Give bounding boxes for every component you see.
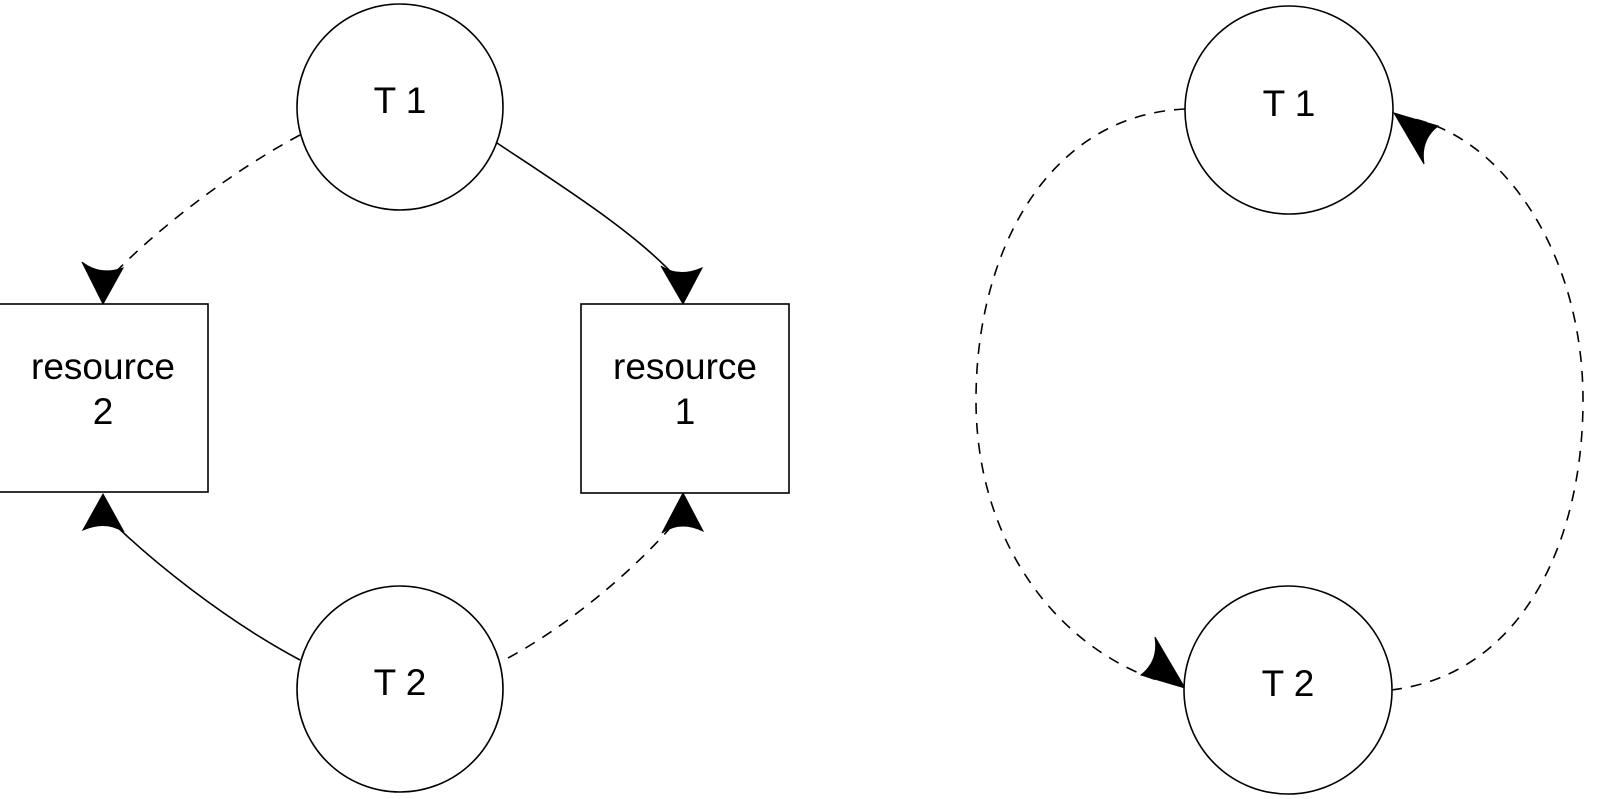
edge-right-t1-to-t2-path xyxy=(975,108,1186,683)
node-resource-1-label-line1: resource xyxy=(613,346,757,387)
wait-for-graph-panel: T 1 T 2 xyxy=(975,5,1584,795)
edge-t1-to-resource1-path xyxy=(496,142,681,283)
edge-t2-to-resource2-path xyxy=(105,515,301,661)
node-right-t2-circle xyxy=(1183,585,1393,795)
resource-allocation-graph-panel: T 1 T 2 resource 2 resource 1 xyxy=(0,3,790,793)
node-resource-1-rect xyxy=(580,303,790,494)
edge-t2-to-resource2-arrowhead xyxy=(81,492,125,533)
edge-right-t2-to-t1[interactable] xyxy=(1390,112,1584,691)
node-resource-2-label-line2: 2 xyxy=(93,391,114,432)
node-resource-1[interactable]: resource 1 xyxy=(580,303,790,494)
edge-right-t1-to-t2-arrowhead xyxy=(1139,636,1187,689)
edge-t2-to-resource1[interactable] xyxy=(507,491,705,659)
edge-t2-to-resource1-path xyxy=(507,514,682,659)
node-right-t2-label: T 2 xyxy=(1262,663,1315,704)
edge-right-t2-to-t1-arrowhead xyxy=(1392,112,1440,165)
node-resource-1-label-line2: 1 xyxy=(675,391,696,432)
edge-t1-to-resource1-arrowhead xyxy=(660,265,704,306)
edge-t1-to-resource2-arrowhead xyxy=(81,261,125,306)
node-right-t1-label: T 1 xyxy=(1263,83,1316,124)
node-left-t1[interactable]: T 1 xyxy=(296,3,504,211)
node-resource-2[interactable]: resource 2 xyxy=(0,303,209,493)
edge-t1-to-resource1[interactable] xyxy=(496,142,704,306)
node-left-t1-label: T 1 xyxy=(374,80,427,121)
edge-t2-to-resource1-arrowhead xyxy=(661,491,705,534)
edge-t2-to-resource2[interactable] xyxy=(81,492,301,661)
node-resource-2-label-line1: resource xyxy=(31,346,175,387)
node-left-t1-circle xyxy=(296,3,504,211)
node-right-t1[interactable]: T 1 xyxy=(1184,5,1394,215)
edge-t1-to-resource2-path xyxy=(105,134,301,283)
node-left-t2-circle xyxy=(296,585,504,793)
node-left-t2-label: T 2 xyxy=(374,662,427,703)
edge-right-t2-to-t1-path xyxy=(1390,118,1584,691)
node-right-t1-circle xyxy=(1184,5,1394,215)
node-left-t2[interactable]: T 2 xyxy=(296,585,504,793)
edge-right-t1-to-t2[interactable] xyxy=(975,108,1187,689)
node-right-t2[interactable]: T 2 xyxy=(1183,585,1393,795)
node-resource-2-rect xyxy=(0,303,209,493)
edge-t1-to-resource2[interactable] xyxy=(81,134,301,306)
